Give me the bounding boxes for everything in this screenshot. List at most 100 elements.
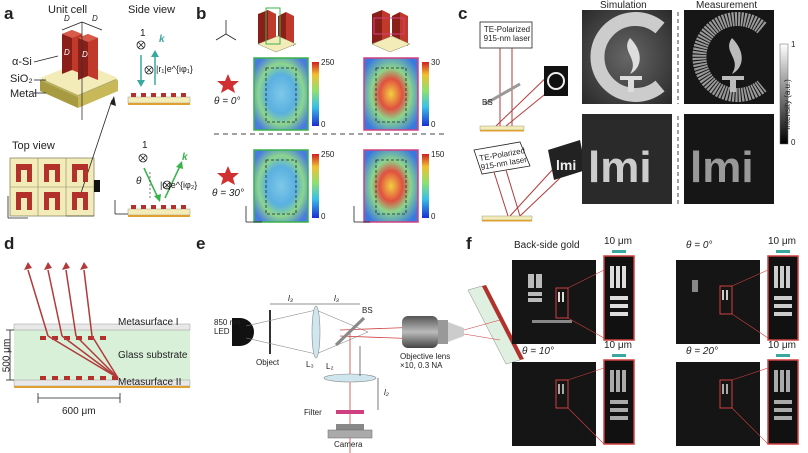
scale-label-2: 10 μm: [768, 236, 796, 247]
unit-cell-diagram: [33, 21, 118, 120]
scale-bars: [612, 250, 790, 357]
beam-splitter-top: [484, 82, 521, 106]
field-map-top-left: [253, 57, 319, 131]
sim-image-lmi: lmi: [582, 114, 672, 204]
metasurface-2-pillars: [40, 376, 118, 380]
metasurface-1-label: Metasurface I: [118, 317, 179, 328]
star-icon-bottom: [217, 166, 239, 185]
svg-text:lmi: lmi: [690, 143, 754, 192]
r1-bottom-label: |r₁|e^{iφ₂}: [160, 180, 198, 190]
scale-label-4: 10 μm: [768, 340, 796, 351]
camera-icon: [327, 424, 373, 439]
asi-label: α-Si: [12, 56, 32, 68]
theta0-label: θ = 0°: [686, 240, 713, 251]
colorbar-min: 0: [791, 138, 796, 147]
star-icon-top: [217, 74, 239, 93]
back-side-gold-label: Back-side gold: [514, 240, 580, 251]
theta-label: θ: [136, 176, 142, 187]
led-label: 850 nm LED: [214, 318, 241, 336]
side-view-diagram-bottom: [114, 153, 191, 217]
l2-label: l₂: [384, 388, 389, 397]
panel-label-a: a: [4, 4, 14, 23]
r1-top-label: |r₁|e^{iφ₁}: [156, 64, 193, 74]
dyin-label: D: [64, 48, 70, 57]
dimension-lines: [6, 329, 121, 403]
ray-bundle: [27, 269, 119, 379]
light-rays-e: [245, 309, 369, 355]
lens-l3: [311, 305, 321, 359]
panel-label-d: d: [4, 234, 15, 253]
dxin-label: D: [82, 50, 88, 59]
simulation-title: Simulation: [600, 0, 647, 11]
scale-br-min: 0: [431, 212, 436, 221]
unit-cell-title: Unit cell: [48, 4, 88, 16]
dimension-arrows-e: [270, 303, 379, 410]
axis-icon-bottom-right: [353, 206, 370, 223]
zoom-theta20: [767, 359, 799, 445]
usaf-image-theta10: [512, 362, 596, 446]
svg-text:lmi: lmi: [588, 143, 652, 192]
panel-label-c: c: [458, 4, 468, 23]
focus-rays: [463, 319, 501, 341]
ray-arrowheads: [24, 262, 88, 270]
metasurface-2-label: Metasurface II: [118, 377, 182, 388]
metal-label: Metal: [10, 88, 37, 100]
laser-box-top: [479, 21, 533, 49]
k-top-label: k: [159, 34, 165, 45]
panel-label-b: b: [196, 4, 207, 23]
setup-bottom-rays: [493, 167, 561, 217]
scale-bl-min: 0: [321, 212, 326, 221]
objective-lens: [402, 316, 464, 348]
filter-label: Filter: [304, 408, 322, 417]
filter: [336, 410, 364, 414]
flame-logo-small: [544, 66, 568, 96]
bs-label-c: BS: [482, 98, 493, 107]
scale-bl-max: 250: [321, 150, 335, 159]
top-view-axes: [7, 196, 28, 219]
lens-l2: [323, 373, 377, 383]
sim-image-logo: [582, 10, 672, 104]
lens-l3-label: L₃: [306, 360, 314, 369]
scale-label-1: 10 μm: [604, 236, 632, 247]
beam-splitter-e: [334, 316, 366, 347]
svg-text:lmi: lmi: [556, 157, 576, 173]
theta20-label: θ = 20°: [686, 346, 718, 357]
panel-label-f: f: [466, 234, 472, 253]
meas-image-logo: [684, 10, 774, 104]
k-bottom-label: k: [182, 152, 188, 163]
lens-l2-label: L₂: [326, 362, 334, 371]
meas-image-lmi: lmi: [684, 114, 774, 204]
incident-one-top: 1: [140, 28, 146, 39]
usaf-image-theta0: [676, 260, 760, 344]
field-map-bottom-left: [253, 149, 319, 223]
object-label: Object: [256, 358, 280, 367]
angle-top-label: θ = 0°: [214, 96, 241, 107]
scale-tl-min: 0: [321, 120, 326, 129]
top-view-title: Top view: [12, 140, 55, 152]
angle-bottom-label: θ = 30°: [212, 188, 244, 199]
field-map-top-right: [363, 57, 429, 131]
measurement-title: Measurement: [696, 0, 758, 11]
field-map-bottom-right: [363, 149, 429, 223]
scale-label-3: 10 μm: [604, 340, 632, 351]
objective-label: Objective lens ×10, 0.3 NA: [400, 352, 451, 370]
sio2-label: SiO₂: [10, 73, 33, 85]
scale-tr-max: 30: [431, 58, 440, 67]
lmi-logo-small: lmi: [548, 140, 586, 180]
bs-label-e: BS: [362, 306, 373, 315]
panel-label-e: e: [196, 234, 206, 253]
colorbar-max: 1: [791, 40, 796, 49]
zoom-theta0: [767, 255, 799, 341]
scale-tr-min: 0: [431, 120, 436, 129]
usaf-image-back-gold: [512, 260, 596, 344]
laser-top-label: TE-Polarized 915-nm laser: [483, 25, 531, 43]
laser-box-bottom: [473, 141, 531, 175]
width-label: 600 μm: [62, 406, 96, 417]
pillar-icon-left: [257, 7, 297, 53]
l3b-label: l₃: [334, 294, 339, 303]
scale-tl-max: 250: [321, 58, 335, 67]
